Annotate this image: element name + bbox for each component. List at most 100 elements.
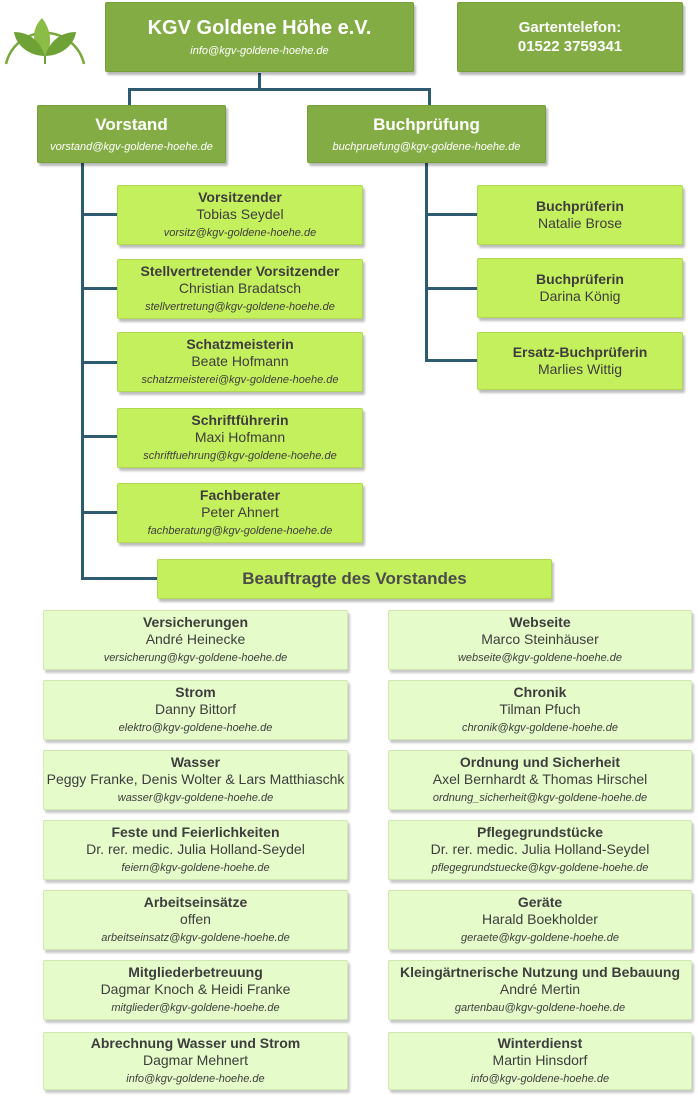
member-name: Natalie Brose bbox=[537, 215, 623, 231]
beauftragte-card: Geräte Harald Boekholder geraete@kgv-gol… bbox=[388, 890, 692, 950]
member-email[interactable]: schatzmeisterei@kgv-goldene-hoehe.de bbox=[141, 374, 339, 386]
member-role: Stellvertretender Vorsitzender bbox=[140, 263, 340, 279]
beauftragte-card: Strom Danny Bittorf elektro@kgv-goldene-… bbox=[43, 680, 348, 740]
phone-number[interactable]: 01522 3759341 bbox=[517, 38, 623, 55]
connector-line bbox=[258, 73, 261, 90]
vorstand-box: Vorstand vorstand@kgv-goldene-hoehe.de bbox=[37, 105, 226, 163]
vorstand-email[interactable]: vorstand@kgv-goldene-hoehe.de bbox=[50, 140, 213, 153]
beauftragte-name: Peggy Franke, Denis Wolter & Lars Matthi… bbox=[46, 771, 345, 787]
connector-line bbox=[425, 213, 477, 216]
beauftragte-name: Tilman Pfuch bbox=[499, 701, 581, 717]
beauftragte-email[interactable]: geraete@kgv-goldene-hoehe.de bbox=[461, 932, 619, 944]
member-role: Buchprüferin bbox=[536, 198, 624, 214]
member-role: Fachberater bbox=[199, 487, 281, 503]
connector-line bbox=[428, 88, 431, 106]
beauftragte-email[interactable]: info@kgv-goldene-hoehe.de bbox=[470, 1073, 610, 1085]
beauftragte-name: Dagmar Knoch & Heidi Franke bbox=[100, 981, 291, 997]
member-email[interactable]: vorsitz@kgv-goldene-hoehe.de bbox=[163, 227, 317, 239]
beauftragte-email[interactable]: gartenbau@kgv-goldene-hoehe.de bbox=[454, 1002, 626, 1014]
vorstand-title: Vorstand bbox=[95, 114, 168, 134]
beauftragte-name: Marco Steinhäuser bbox=[481, 631, 599, 647]
beauftragte-email[interactable]: webseite@kgv-goldene-hoehe.de bbox=[457, 652, 623, 664]
connector-line bbox=[425, 163, 428, 361]
beauftragte-role: Wasser bbox=[170, 754, 221, 770]
beauftragte-email[interactable]: versicherung@kgv-goldene-hoehe.de bbox=[103, 652, 288, 664]
buchpruefung-email[interactable]: buchpruefung@kgv-goldene-hoehe.de bbox=[332, 140, 521, 153]
member-role: Buchprüferin bbox=[536, 271, 624, 287]
beauftragte-name: Harald Boekholder bbox=[482, 911, 598, 927]
vorstand-member-card: Schatzmeisterin Beate Hofmann schatzmeis… bbox=[117, 332, 363, 392]
beauftragte-card: Abrechnung Wasser und Strom Dagmar Mehne… bbox=[43, 1032, 348, 1090]
garden-phone-box: Gartentelefon: 01522 3759341 bbox=[457, 2, 683, 72]
beauftragte-card: Kleingärtnerische Nutzung und Bebauung A… bbox=[388, 960, 692, 1020]
beauftragte-email[interactable]: pflegegrundstuecke@kgv-goldene-hoehe.de bbox=[431, 862, 649, 874]
beauftragte-role: Arbeitseinsätze bbox=[143, 894, 248, 910]
vorstand-member-card: Stellvertretender Vorsitzender Christian… bbox=[117, 259, 363, 319]
beauftragte-card: Pflegegrundstücke Dr. rer. medic. Julia … bbox=[388, 820, 692, 880]
beauftragte-card: Wasser Peggy Franke, Denis Wolter & Lars… bbox=[43, 750, 348, 810]
member-name: Peter Ahnert bbox=[201, 504, 279, 520]
member-email[interactable]: schriftfuehrung@kgv-goldene-hoehe.de bbox=[143, 450, 337, 462]
buchpruefung-member-card: Buchprüferin Natalie Brose bbox=[477, 185, 683, 245]
vorstand-member-card: Schriftführerin Maxi Hofmann schriftfueh… bbox=[117, 408, 363, 468]
leaf-logo-icon bbox=[4, 18, 86, 65]
beauftragte-card: Chronik Tilman Pfuch chronik@kgv-goldene… bbox=[388, 680, 692, 740]
beauftragte-card: Ordnung und Sicherheit Axel Bernhardt & … bbox=[388, 750, 692, 810]
buchpruefung-member-card: Buchprüferin Darina König bbox=[477, 258, 683, 318]
member-name: Marlies Wittig bbox=[537, 361, 622, 377]
beauftragte-role: Chronik bbox=[513, 684, 567, 700]
connector-line bbox=[81, 435, 117, 438]
beauftragte-email[interactable]: feiern@kgv-goldene-hoehe.de bbox=[121, 862, 270, 874]
connector-line bbox=[425, 359, 477, 362]
org-name: KGV Goldene Höhe e.V. bbox=[147, 16, 372, 39]
beauftragte-role: Abrechnung Wasser und Strom bbox=[90, 1035, 301, 1051]
beauftragte-role: Versicherungen bbox=[142, 614, 249, 630]
member-role: Ersatz-Buchprüferin bbox=[512, 344, 648, 360]
buchpruefung-title: Buchprüfung bbox=[373, 114, 480, 134]
buchpruefung-box: Buchprüfung buchpruefung@kgv-goldene-hoe… bbox=[307, 105, 546, 163]
connector-line bbox=[81, 511, 117, 514]
beauftragte-title: Beauftragte des Vorstandes bbox=[242, 569, 467, 588]
beauftragte-email[interactable]: elektro@kgv-goldene-hoehe.de bbox=[118, 722, 273, 734]
connector-line bbox=[81, 213, 117, 216]
beauftragte-email[interactable]: info@kgv-goldene-hoehe.de bbox=[126, 1073, 265, 1085]
member-name: Beate Hofmann bbox=[191, 353, 289, 369]
beauftragte-role: Webseite bbox=[509, 614, 571, 630]
beauftragte-email[interactable]: chronik@kgv-goldene-hoehe.de bbox=[461, 722, 619, 734]
vorstand-member-card: Fachberater Peter Ahnert fachberatung@kg… bbox=[117, 483, 363, 543]
beauftragte-name: Dagmar Mehnert bbox=[142, 1052, 249, 1068]
beauftragte-header: Beauftragte des Vorstandes bbox=[157, 559, 552, 599]
beauftragte-name: offen bbox=[180, 911, 211, 927]
member-name: Christian Bradatsch bbox=[178, 280, 302, 296]
beauftragte-name: Axel Bernhardt & Thomas Hirschel bbox=[432, 771, 648, 787]
org-email[interactable]: info@kgv-goldene-hoehe.de bbox=[190, 44, 329, 57]
beauftragte-name: Danny Bittorf bbox=[155, 701, 236, 717]
beauftragte-role: Kleingärtnerische Nutzung und Bebauung bbox=[399, 964, 680, 980]
beauftragte-name: Dr. rer. medic. Julia Holland-Seydel bbox=[86, 841, 305, 857]
phone-label: Gartentelefon: bbox=[518, 19, 622, 36]
beauftragte-email[interactable]: arbeitseinsatz@kgv-goldene-hoehe.de bbox=[101, 932, 290, 944]
beauftragte-card: Winterdienst Martin Hinsdorf info@kgv-go… bbox=[388, 1032, 692, 1090]
beauftragte-role: Geräte bbox=[517, 894, 563, 910]
connector-line bbox=[81, 577, 157, 580]
beauftragte-email[interactable]: mitglieder@kgv-goldene-hoehe.de bbox=[111, 1002, 280, 1014]
beauftragte-email[interactable]: wasser@kgv-goldene-hoehe.de bbox=[117, 792, 274, 804]
beauftragte-card: Mitgliederbetreuung Dagmar Knoch & Heidi… bbox=[43, 960, 348, 1020]
beauftragte-role: Pflegegrundstücke bbox=[476, 824, 604, 840]
beauftragte-name: Dr. rer. medic. Julia Holland-Seydel bbox=[430, 841, 650, 857]
member-name: Darina König bbox=[539, 288, 621, 304]
vorstand-member-card: Vorsitzender Tobias Seydel vorsitz@kgv-g… bbox=[117, 185, 363, 245]
beauftragte-role: Strom bbox=[175, 684, 216, 700]
beauftragte-role: Feste und Feierlichkeiten bbox=[111, 824, 280, 840]
beauftragte-email[interactable]: ordnung_sicherheit@kgv-goldene-hoehe.de bbox=[432, 792, 648, 804]
beauftragte-card: Arbeitseinsätze offen arbeitseinsatz@kgv… bbox=[43, 890, 348, 950]
beauftragte-role: Winterdienst bbox=[497, 1035, 583, 1051]
connector-line bbox=[128, 88, 430, 91]
connector-line bbox=[81, 287, 117, 290]
member-email[interactable]: stellvertretung@kgv-goldene-hoehe.de bbox=[145, 301, 335, 313]
member-email[interactable]: fachberatung@kgv-goldene-hoehe.de bbox=[147, 525, 333, 537]
beauftragte-card: Webseite Marco Steinhäuser webseite@kgv-… bbox=[388, 610, 692, 670]
connector-line bbox=[425, 287, 477, 290]
member-name: Tobias Seydel bbox=[196, 206, 284, 222]
org-header-box: KGV Goldene Höhe e.V. info@kgv-goldene-h… bbox=[105, 2, 414, 72]
